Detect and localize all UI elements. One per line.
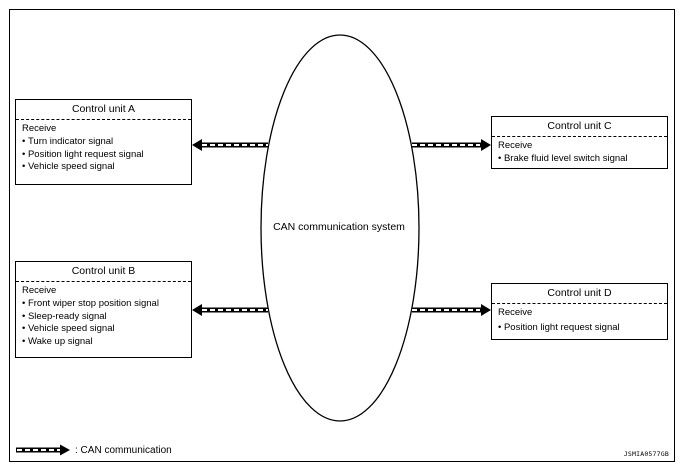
signal-item: Position light request signal <box>498 322 661 335</box>
can-arrow-c <box>412 139 491 151</box>
image-code: JSMIA0577GB <box>623 450 669 458</box>
signal-item: Vehicle speed signal <box>22 323 185 336</box>
control-unit-c: Control unit C Receive Brake fluid level… <box>491 116 668 169</box>
receive-label: Receive <box>22 123 57 134</box>
legend-label: : CAN communication <box>75 444 172 456</box>
control-unit-a-body: Receive Turn indicator signal Position l… <box>16 120 191 177</box>
signal-item: Vehicle speed signal <box>22 161 185 174</box>
can-arrow-b <box>192 304 268 316</box>
control-unit-b-body: Receive Front wiper stop position signal… <box>16 282 191 352</box>
signal-item: Wake up signal <box>22 336 185 349</box>
can-arrow-d <box>412 304 491 316</box>
signal-item: Brake fluid level switch signal <box>498 153 661 166</box>
control-unit-d: Control unit D Receive Position light re… <box>491 283 668 340</box>
signal-item: Front wiper stop position signal <box>22 298 185 311</box>
signal-list: Front wiper stop position signal Sleep-r… <box>22 298 185 349</box>
signal-list: Turn indicator signal Position light req… <box>22 136 185 174</box>
control-unit-a: Control unit A Receive Turn indicator si… <box>15 99 192 185</box>
signal-item: Sleep-ready signal <box>22 311 185 324</box>
diagram-frame <box>9 9 675 462</box>
control-unit-c-title: Control unit C <box>492 117 667 137</box>
can-system-ellipse <box>260 34 420 422</box>
control-unit-c-body: Receive Brake fluid level switch signal <box>492 137 667 169</box>
signal-item: Turn indicator signal <box>22 136 185 149</box>
can-system-label: CAN communication system <box>273 221 405 233</box>
can-communication-arrow-icon <box>16 444 70 456</box>
can-arrow-a <box>192 139 268 151</box>
signal-item: Position light request signal <box>22 149 185 162</box>
control-unit-b-title: Control unit B <box>16 262 191 282</box>
control-unit-d-title: Control unit D <box>492 284 667 304</box>
receive-label: Receive <box>22 285 57 296</box>
control-unit-d-body: Receive Position light request signal <box>492 304 667 338</box>
receive-label: Receive <box>498 307 533 318</box>
receive-label: Receive <box>498 140 533 151</box>
control-unit-a-title: Control unit A <box>16 100 191 120</box>
control-unit-b: Control unit B Receive Front wiper stop … <box>15 261 192 358</box>
signal-list: Brake fluid level switch signal <box>498 153 661 166</box>
signal-list: Position light request signal <box>498 322 661 335</box>
legend: : CAN communication <box>15 443 172 457</box>
